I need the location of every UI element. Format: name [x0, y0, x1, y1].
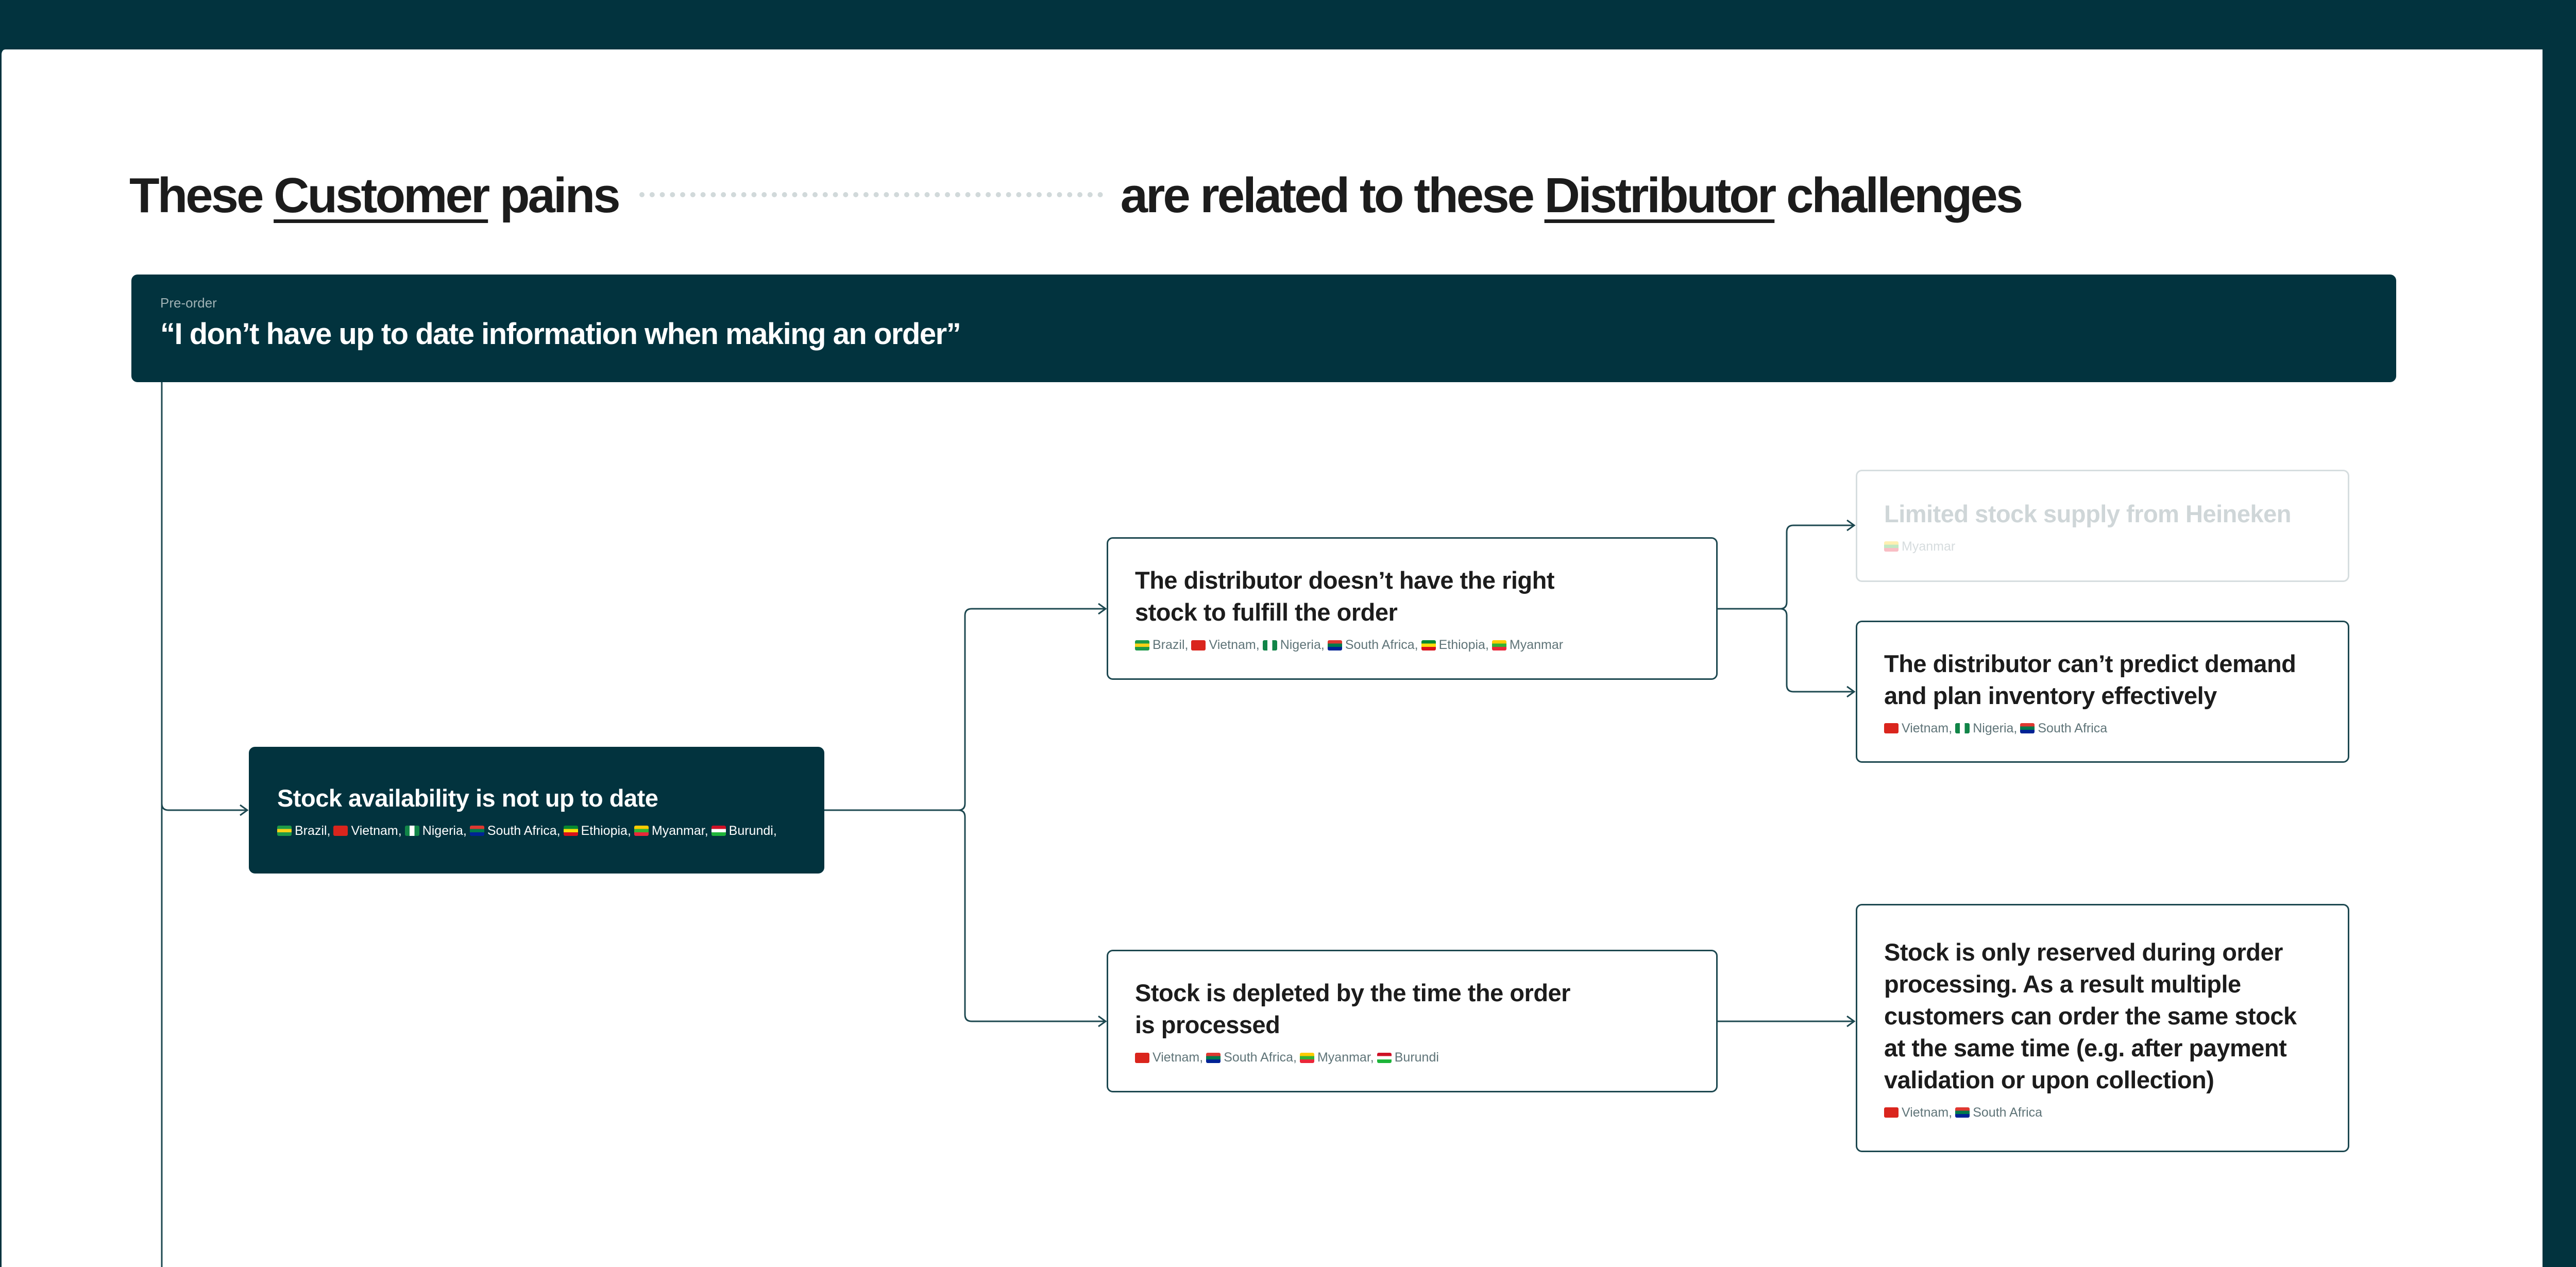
headline-text: are related to these — [1120, 168, 1535, 223]
flag-icon — [1492, 640, 1506, 650]
headline-distributor-link[interactable]: Distributor — [1544, 168, 1777, 223]
country-list: Vietnam,Nigeria,South Africa — [1884, 721, 2321, 736]
country-tag: South Africa — [1955, 1105, 2042, 1120]
flag-icon — [634, 826, 649, 836]
flag-icon — [1191, 640, 1206, 650]
customer-pain-card[interactable]: Pre-order “I don’t have up to date infor… — [131, 275, 2396, 382]
country-tag: South Africa, — [1206, 1050, 1297, 1065]
headline-customer-link[interactable]: Customer — [274, 168, 490, 223]
root-cause-node[interactable]: Stock is only reserved during order proc… — [1856, 904, 2349, 1152]
flag-icon — [1262, 640, 1277, 650]
country-tag: Myanmar, — [1299, 1050, 1374, 1065]
country-tag: Vietnam, — [333, 824, 402, 838]
distributor-challenge-node[interactable]: The distributor doesn’t have the right s… — [1107, 537, 1718, 680]
distributor-challenge-node[interactable]: Stock is depleted by the time the order … — [1107, 950, 1718, 1092]
flag-icon — [1206, 1052, 1221, 1063]
country-tag: Burundi, — [711, 824, 777, 838]
flag-icon — [404, 826, 419, 836]
country-tag: Ethiopia, — [1421, 638, 1489, 653]
country-list: Brazil,Vietnam,Nigeria,South Africa,Ethi… — [1135, 638, 1689, 653]
country-tag: Brazil, — [1135, 638, 1188, 653]
journey-stage-label: Pre-order — [160, 295, 217, 311]
flag-icon — [333, 826, 348, 836]
country-tag: Vietnam, — [1191, 638, 1260, 653]
country-list: Brazil,Vietnam,Nigeria,South Africa,Ethi… — [277, 824, 796, 838]
headline-text: pains — [499, 168, 621, 223]
country-tag: South Africa, — [1327, 638, 1418, 653]
root-cause-node[interactable]: The distributor can’t predict demand and… — [1856, 621, 2349, 763]
country-list: Myanmar — [1884, 539, 2321, 554]
root-cause-node-faded[interactable]: Limited stock supply from Heineken Myanm… — [1856, 470, 2349, 582]
flag-icon — [1135, 1052, 1149, 1063]
country-tag: Vietnam, — [1135, 1050, 1203, 1065]
flag-icon — [277, 826, 292, 836]
flag-icon — [2020, 723, 2035, 733]
country-tag: Ethiopia, — [563, 824, 631, 838]
customer-pain-quote: “I don’t have up to date information whe… — [160, 317, 961, 351]
flag-icon — [1135, 640, 1149, 650]
flag-icon — [1884, 541, 1899, 552]
country-list: Vietnam,South Africa — [1884, 1105, 2321, 1120]
flag-icon — [1884, 723, 1899, 733]
country-tag: Nigeria, — [1262, 638, 1325, 653]
country-tag: Nigeria, — [404, 824, 467, 838]
country-tag: Myanmar, — [634, 824, 708, 838]
country-tag: Vietnam, — [1884, 1105, 1952, 1120]
flag-icon — [1327, 640, 1342, 650]
dotted-connector — [639, 192, 1103, 199]
country-tag: Brazil, — [277, 824, 330, 838]
country-tag: Myanmar — [1884, 539, 1955, 554]
node-title: Stock is depleted by the time the order … — [1135, 979, 1570, 1038]
page-headline: These Customer pains are related to thes… — [129, 165, 2023, 227]
node-title: The distributor can’t predict demand and… — [1884, 649, 2296, 709]
country-tag: South Africa, — [469, 824, 561, 838]
country-list: Vietnam,South Africa,Myanmar,Burundi — [1135, 1050, 1689, 1065]
flag-icon — [469, 826, 484, 836]
node-title: Limited stock supply from Heineken — [1884, 500, 2292, 527]
node-title: The distributor doesn’t have the right s… — [1135, 567, 1555, 626]
flag-icon — [1955, 1107, 1970, 1118]
node-title: Stock is only reserved during order proc… — [1884, 938, 2297, 1093]
flag-icon — [1299, 1052, 1314, 1063]
flag-icon — [1377, 1052, 1392, 1063]
country-tag: Vietnam, — [1884, 721, 1952, 736]
flag-icon — [1421, 640, 1436, 650]
country-tag: Myanmar — [1492, 638, 1563, 653]
headline-text: challenges — [1786, 168, 2023, 223]
flag-icon — [711, 826, 726, 836]
root-pain-node[interactable]: Stock availability is not up to date Bra… — [249, 747, 824, 874]
country-tag: South Africa — [2020, 721, 2107, 736]
headline-text: These — [129, 168, 264, 223]
country-tag: Nigeria, — [1955, 721, 2017, 736]
country-tag: Burundi — [1377, 1050, 1439, 1065]
flag-icon — [1955, 723, 1970, 733]
node-title: Stock availability is not up to date — [277, 784, 658, 812]
flag-icon — [1884, 1107, 1899, 1118]
flag-icon — [563, 826, 578, 836]
